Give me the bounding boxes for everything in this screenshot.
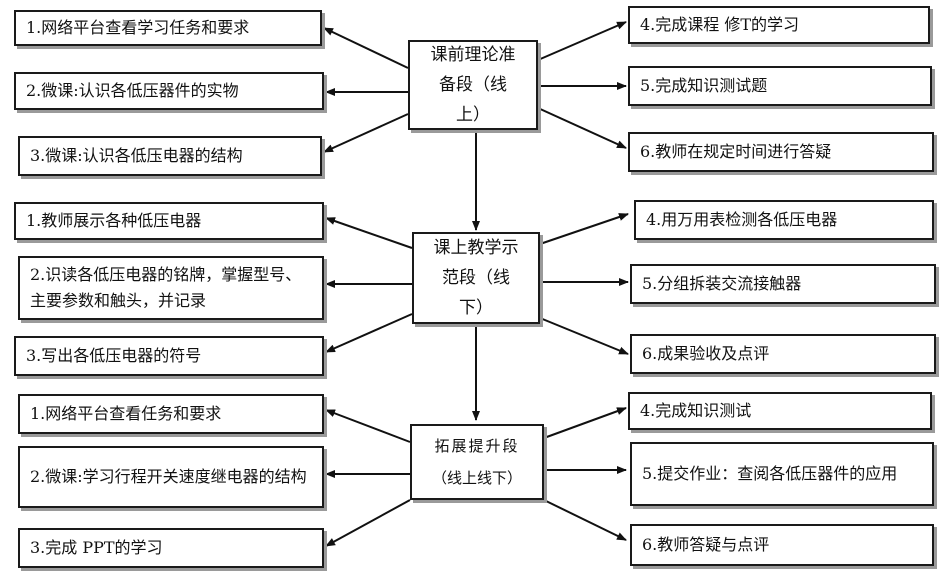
pre-right-3: 6.教师在规定时间进行答疑	[628, 132, 934, 172]
arrow-pre-4	[537, 21, 627, 61]
ext-left-3: 3.完成 PPT的学习	[18, 528, 324, 568]
pre-left-3: 3.微课:认识各低压电器的结构	[18, 136, 322, 176]
pre-right-1: 4.完成课程 修T的学习	[628, 6, 930, 44]
arrow-class-3	[325, 313, 413, 353]
ext-left-2-text: 2.微课:学习行程开关速度继电器的结构	[30, 467, 307, 486]
class-right-3-text: 6.成果验收及点评	[642, 344, 770, 363]
hub-extension: 拓展提升段 （线上线下）	[410, 424, 544, 500]
arrow-pre-6	[537, 107, 627, 149]
hub-ext-label-2: （线上线下）	[431, 469, 522, 487]
ext-right-3: 6.教师答疑与点评	[630, 524, 934, 566]
class-left-2: 2.识读各低压电器的铭牌，掌握型号、主要参数和触头，并记录	[18, 256, 324, 320]
class-left-1-text: 1.教师展示各种低压电器	[26, 211, 202, 230]
pre-left-2: 2.微课:认识各低压器件的实物	[14, 72, 324, 110]
arrow-ext-1	[325, 409, 411, 443]
hub-in-class: 课上教学示范段（线下）	[412, 232, 540, 324]
hub-ext-label-1: 拓展提升段	[434, 437, 520, 455]
class-right-2-text: 5.分组拆装交流接触器	[642, 274, 802, 293]
pre-left-2-text: 2.微课:认识各低压器件的实物	[26, 81, 239, 100]
hub-pre-label: 课前理论准备段（线上）	[430, 45, 516, 125]
hub-pre-class: 课前理论准备段（线上）	[408, 40, 538, 130]
pre-right-2-text: 5.完成知识测试题	[640, 76, 768, 95]
ext-right-3-text: 6.教师答疑与点评	[642, 535, 770, 554]
ext-left-1-text: 1.网络平台查看任务和要求	[30, 404, 222, 423]
arrow-class-4	[539, 213, 629, 245]
class-right-1-text: 4.用万用表检测各低压电器	[646, 210, 838, 229]
ext-right-2-text: 5.提交作业：查阅各低压器件的应用	[642, 464, 898, 483]
ext-left-2: 2.微课:学习行程开关速度继电器的结构	[18, 446, 324, 508]
arrow-class-1	[325, 217, 413, 249]
arrow-ext-6	[543, 499, 627, 541]
class-left-1: 1.教师展示各种低压电器	[14, 202, 324, 240]
pre-left-3-text: 3.微课:认识各低压电器的结构	[30, 146, 243, 165]
arrow-ext-4	[543, 407, 627, 439]
ext-left-3-text: 3.完成 PPT的学习	[30, 538, 163, 557]
pre-left-1-text: 1.网络平台查看学习任务和要求	[26, 18, 250, 37]
hub-class-label: 课上教学示范段（线下）	[433, 238, 519, 318]
class-right-1: 4.用万用表检测各低压电器	[634, 200, 934, 240]
pre-right-2: 5.完成知识测试题	[628, 66, 932, 106]
class-right-3: 6.成果验收及点评	[630, 334, 936, 374]
pre-right-3-text: 6.教师在规定时间进行答疑	[640, 142, 832, 161]
ext-right-2: 5.提交作业：查阅各低压器件的应用	[630, 442, 934, 506]
class-right-2: 5.分组拆装交流接触器	[630, 264, 936, 304]
class-left-3: 3.写出各低压电器的符号	[14, 336, 324, 376]
class-left-3-text: 3.写出各低压电器的符号	[26, 346, 202, 365]
arrow-ext-3	[325, 499, 411, 547]
arrow-pre-3	[323, 113, 409, 153]
ext-left-1: 1.网络平台查看任务和要求	[18, 394, 324, 434]
pre-left-1: 1.网络平台查看学习任务和要求	[14, 10, 322, 46]
ext-right-1: 4.完成知识测试	[628, 392, 932, 430]
pre-right-1-text: 4.完成课程 修T的学习	[640, 15, 800, 34]
class-left-2-text: 2.识读各低压电器的铭牌，掌握型号、主要参数和触头，并记录	[30, 265, 302, 310]
ext-right-1-text: 4.完成知识测试	[640, 401, 752, 420]
arrow-class-6	[539, 317, 629, 355]
arrow-pre-1	[323, 27, 409, 69]
